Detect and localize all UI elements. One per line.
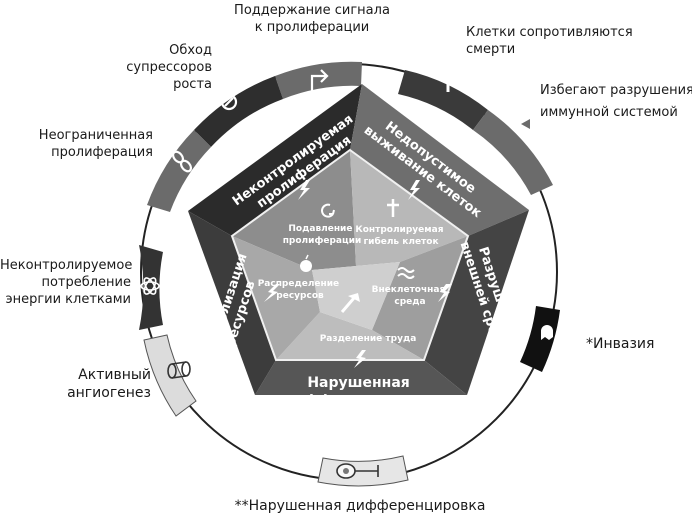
arrow-up-right-icon xyxy=(310,69,329,94)
seg-differentiation xyxy=(255,360,467,395)
seg-label-differentiation-2: дифференцировка xyxy=(283,393,438,409)
ghost-icon xyxy=(541,325,553,340)
inner-label-suppression-2: пролиферации xyxy=(283,236,362,246)
inner-label-env-2: среда xyxy=(394,297,425,307)
ring-seg-death xyxy=(398,70,488,130)
ring-seg-angiogenesis xyxy=(143,334,197,417)
ring-seg-energy xyxy=(139,245,163,330)
svg-text:Внеклеточная среда: Внеклеточная среда xyxy=(372,285,449,307)
ring-seg-immune xyxy=(473,110,553,195)
inner-label-labor: Разделение труда xyxy=(320,334,417,344)
pentagon-inner-labels: Подавление пролиферации Контролируемая г… xyxy=(258,224,449,344)
seg-environment-destruction xyxy=(424,210,529,395)
pentagon-outer xyxy=(188,84,529,395)
infinity-icon xyxy=(171,150,193,173)
inner-label-death-2: гибель клеток xyxy=(363,236,438,247)
svg-text:Распределение ресурсов: Распределение ресурсов xyxy=(258,279,343,301)
vessel-icon xyxy=(167,361,191,379)
inner-label-suppression-1: Подавление xyxy=(288,224,352,234)
inner-label-env-1: Внеклеточная xyxy=(372,285,446,295)
lightning-icon xyxy=(408,180,420,200)
inner-icons xyxy=(300,199,415,313)
lightning-icon xyxy=(438,284,452,302)
seg-label-differentiation-1: Нарушенная xyxy=(307,375,409,391)
ring-segments xyxy=(139,61,560,487)
inner-environment xyxy=(372,236,468,360)
lightning-icons xyxy=(264,180,452,368)
seg-inappropriate-survival xyxy=(350,84,529,236)
ring-seg-signaling xyxy=(275,61,362,99)
ring-seg-suppressors xyxy=(194,76,283,147)
seg-monopolization xyxy=(188,211,276,395)
inner-border xyxy=(230,148,470,361)
inner-proliferation xyxy=(232,150,356,270)
label-energy-metabolism: Неконтролируемое потребление энергии кле… xyxy=(0,258,133,307)
cell-key-icon xyxy=(336,463,379,479)
inner-survival xyxy=(350,150,468,266)
seg-uncontrolled-proliferation xyxy=(188,84,362,236)
lightning-icon xyxy=(298,180,310,200)
svg-text:Контролируемая гибель кл: Контролируемая гибель клеток xyxy=(355,225,446,247)
label-unlimited-proliferation: Неограниченная пролиферация xyxy=(38,128,153,160)
svg-text:Подавление пролиферации: Подавление пролиферации xyxy=(283,224,362,246)
ring-seg-unlimited xyxy=(147,130,211,212)
label-angiogenesis: Активный ангиогенез xyxy=(67,367,151,401)
pacman-icon xyxy=(514,117,530,131)
cross-icon xyxy=(387,199,399,217)
svg-text:Нарушенная дифференциров: Нарушенная дифференцировка xyxy=(283,375,438,409)
label-evading-suppressors: Обход супрессоров роста xyxy=(126,43,212,92)
label-invasion: *Инвазия xyxy=(586,336,655,352)
label-resisting-death: Клетки сопротивляются смерти xyxy=(466,25,633,57)
label-sustaining-signaling: Поддержание сигнала к пролиферации xyxy=(234,3,390,35)
lightning-icon xyxy=(264,284,280,302)
waves-icon xyxy=(397,267,415,279)
inner-label-resources-1: Распределение xyxy=(258,279,339,289)
inner-labor xyxy=(276,312,424,360)
ring-icons xyxy=(140,68,553,479)
pentagon-inner xyxy=(230,148,470,361)
cycle-icon xyxy=(321,203,335,218)
ring-seg-invasion xyxy=(520,306,560,372)
cross-icon xyxy=(440,68,456,92)
prohibited-icon xyxy=(220,93,238,111)
inner-resources xyxy=(232,236,320,360)
atom-icon xyxy=(140,277,160,295)
label-differentiation-note: **Нарушенная дифференцировка xyxy=(234,498,486,514)
inner-label-death-1: Контролируемая xyxy=(355,225,443,235)
lightning-icon xyxy=(354,350,366,368)
inner-label-resources-2: ресурсов xyxy=(276,291,324,301)
hammer-icon xyxy=(340,293,360,313)
label-evading-immune: Избегают разрушения иммунной системой xyxy=(540,83,692,120)
apple-icon xyxy=(300,254,312,272)
